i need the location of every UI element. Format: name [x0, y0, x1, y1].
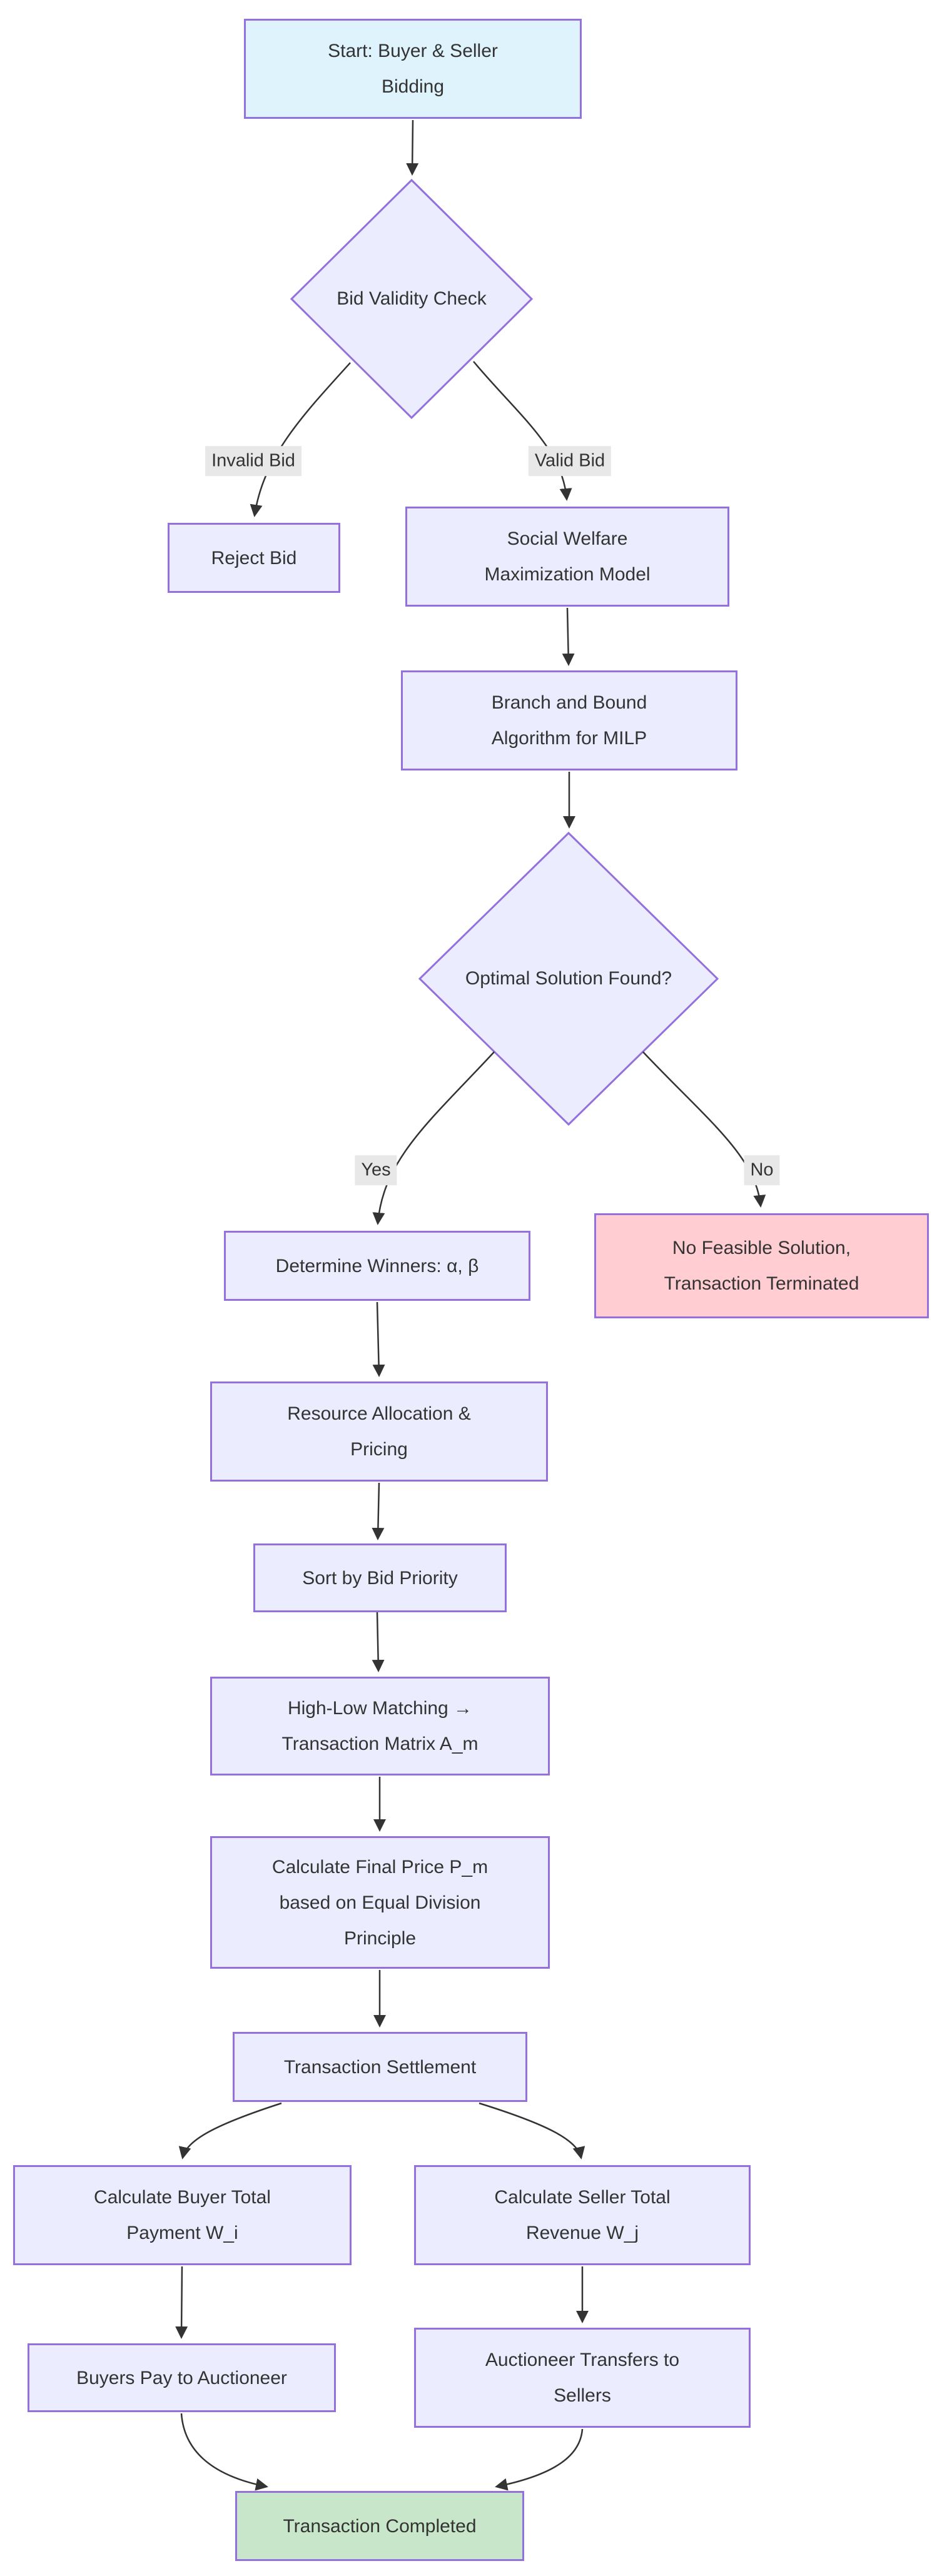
node-buyers-pay: Buyers Pay to Auctioneer [28, 2343, 336, 2412]
node-determine-winners-line1: Determine Winners: α, β [275, 1255, 479, 1276]
node-seller-revenue-line1: Calculate Seller Total [494, 2187, 671, 2208]
node-buyer-payment-line1: Calculate Buyer Total [94, 2187, 271, 2208]
edge-determine-winners-to-resource [372, 1301, 385, 1377]
node-high-low-matching-line2: Transaction Matrix A_m [281, 1734, 479, 1754]
node-social-welfare-line1: Social Welfare [507, 528, 628, 549]
node-start-line1: Start: Buyer & Seller [328, 41, 498, 61]
node-sort-priority: Sort by Bid Priority [253, 1543, 507, 1612]
edge-start-to-bid-validity [406, 119, 419, 176]
node-buyer-payment-line2: Payment W_i [126, 2223, 238, 2243]
edge-sort-to-high-low [372, 1612, 385, 1672]
node-resource-allocation: Resource Allocation & Pricing [210, 1381, 548, 1482]
node-bid-validity-label: Bid Validity Check [337, 288, 487, 309]
edge-buyer-payment-to-buyers-pay [175, 2266, 188, 2339]
node-buyer-payment: Calculate Buyer Total Payment W_i [13, 2165, 352, 2265]
node-no-feasible-line2: Transaction Terminated [664, 1273, 859, 1294]
node-completed-line1: Transaction Completed [283, 2515, 477, 2537]
node-auctioneer-transfers: Auctioneer Transfers to Sellers [414, 2328, 751, 2428]
node-final-price-line3: Principle [343, 1927, 417, 1949]
node-auctioneer-transfers-line1: Auctioneer Transfers to [485, 2350, 680, 2370]
node-optimal-solution-label: Optimal Solution Found? [465, 968, 672, 989]
node-resource-allocation-line1: Resource Allocation & [287, 1403, 471, 1424]
node-branch-bound-line2: Algorithm for MILP [491, 728, 647, 749]
edge-label-invalid-bid: Invalid Bid [205, 446, 301, 476]
node-high-low-matching-line1: High-Low Matching → [287, 1698, 473, 1719]
edge-label-valid-bid: Valid Bid [528, 446, 612, 476]
node-completed: Transaction Completed [235, 2491, 524, 2561]
node-sort-priority-line1: Sort by Bid Priority [302, 1567, 458, 1589]
node-seller-revenue: Calculate Seller Total Revenue W_j [414, 2165, 751, 2265]
edge-buyers-pay-to-completed [180, 2413, 268, 2491]
node-social-welfare-line2: Maximization Model [484, 564, 651, 585]
node-branch-bound: Branch and Bound Algorithm for MILP [401, 670, 737, 770]
decision-bid-validity-shape [290, 178, 534, 420]
edge-label-no: No [744, 1155, 780, 1185]
edge-yes-to-determine-winners [372, 1051, 495, 1225]
node-no-feasible-line1: No Feasible Solution, [672, 1238, 851, 1258]
edge-valid-to-social-welfare [473, 361, 572, 501]
node-seller-revenue-line2: Revenue W_j [525, 2223, 639, 2243]
edge-invalid-to-reject [250, 362, 351, 517]
node-start-line2: Bidding [381, 76, 445, 97]
edge-no-to-no-feasible [642, 1051, 766, 1208]
node-branch-bound-line1: Branch and Bound [491, 692, 647, 713]
node-resource-allocation-line2: Pricing [350, 1439, 408, 1460]
node-start: Start: Buyer & Seller Bidding [244, 19, 582, 119]
edge-social-welfare-to-branch-bound [562, 607, 575, 666]
node-auctioneer-transfers-line2: Sellers [554, 2385, 611, 2406]
node-final-price: Calculate Final Price P_m based on Equal… [210, 1836, 550, 1969]
edge-auctioneer-transfers-to-completed [495, 2428, 584, 2491]
decision-optimal-solution-shape [418, 831, 719, 1126]
node-buyers-pay-line1: Buyers Pay to Auctioneer [76, 2367, 287, 2388]
edge-settlement-to-seller-revenue [479, 2102, 585, 2159]
node-reject-bid-line1: Reject Bid [211, 547, 297, 568]
edge-label-yes: Yes [355, 1155, 397, 1185]
node-final-price-line1: Calculate Final Price P_m [271, 1856, 489, 1877]
node-no-feasible-solution: No Feasible Solution, Transaction Termin… [594, 1213, 929, 1318]
node-settlement-line1: Transaction Settlement [283, 2056, 477, 2078]
node-determine-winners: Determine Winners: α, β [224, 1231, 530, 1301]
node-settlement: Transaction Settlement [233, 2032, 527, 2102]
node-social-welfare: Social Welfare Maximization Model [405, 507, 729, 607]
edge-settlement-to-buyer-payment [178, 2102, 282, 2159]
node-reject-bid: Reject Bid [168, 523, 340, 593]
node-final-price-line2: based on Equal Division [279, 1892, 481, 1913]
edge-resource-to-sort [372, 1482, 385, 1540]
node-high-low-matching: High-Low Matching → Transaction Matrix A… [210, 1677, 550, 1775]
